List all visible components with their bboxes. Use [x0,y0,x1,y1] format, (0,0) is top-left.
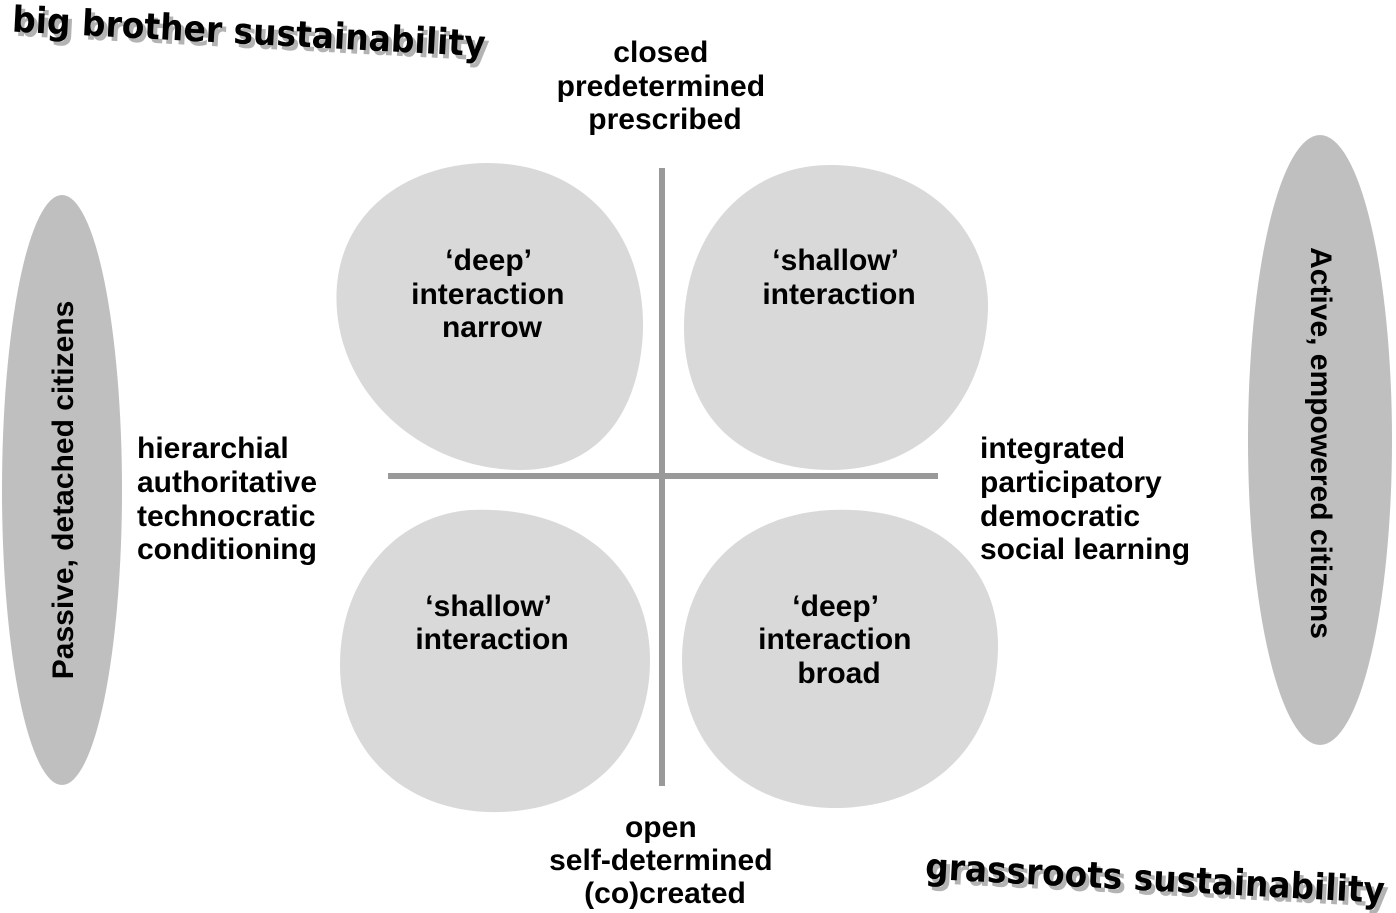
right-oval-label: Active, empowered citizens [1304,247,1337,639]
blob-bottom-left [340,509,650,813]
left-oval-label: Passive, detached citizens [47,301,80,680]
right-side-oval [1248,135,1392,745]
right-axis-label: integrated participatory democratic soci… [980,432,1190,566]
quadrant-bottom-left-label: ‘shallow’ interaction [415,590,568,656]
title-bottom-right: grassroots sustainability grassroots sus… [924,847,1389,913]
left-axis-label: hierarchial authoritative technocratic c… [137,432,325,566]
bottom-axis-line-1: open [625,811,697,844]
right-axis-line-3: democratic [980,500,1140,533]
left-axis-line-1: hierarchial [137,432,289,465]
blob-bottom-right [682,509,999,809]
blob-top-right [683,165,989,470]
left-side-oval [2,195,122,785]
bottom-axis-line-2: self-determined [549,844,772,877]
title-top-left: big brother sustainability big brother s… [11,0,490,70]
top-axis-line-1: closed [613,36,708,69]
top-axis-label: closed predetermined prescribed [557,36,774,136]
left-axis-line-4: conditioning [137,533,317,566]
right-axis-line-4: social learning [980,533,1190,566]
quadrant-top-left-label: ‘deep’ interaction narrow [411,244,573,344]
quadrant-top-right-label: ‘shallow’ interaction [762,244,915,311]
top-axis-line-2: predetermined [557,70,765,103]
top-axis-line-3: prescribed [588,103,741,136]
bottom-axis-line-3: (co)created [584,877,746,910]
bottom-axis-label: open self-determined (co)created [549,811,781,910]
quadrant-bottom-right-label: ‘deep’ interaction broad [758,590,920,690]
right-axis-line-2: participatory [980,466,1162,499]
left-axis-line-2: authoritative [137,466,317,499]
right-axis-line-1: integrated [980,432,1125,465]
left-axis-line-3: technocratic [137,500,315,533]
blob-top-left [336,162,644,470]
